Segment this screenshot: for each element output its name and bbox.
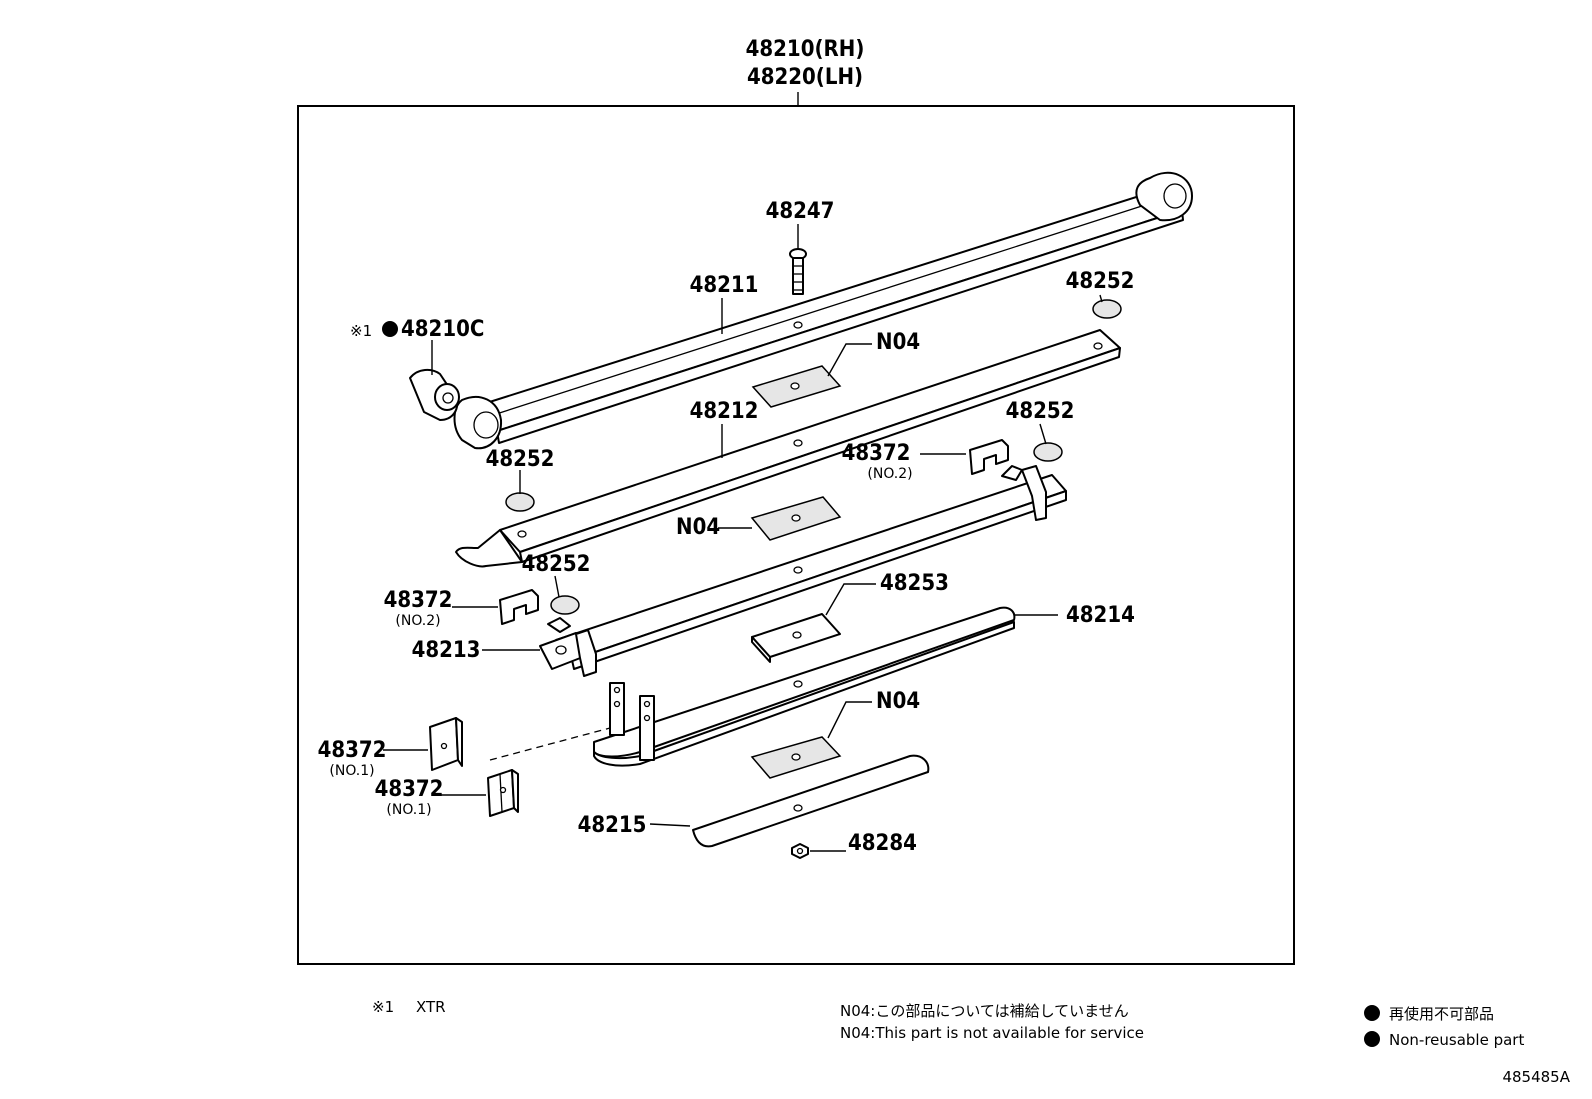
label-48372-no2-right-sub: (NO.2) <box>867 466 912 482</box>
spacer-48253[interactable] <box>751 613 841 663</box>
leaf-48211[interactable] <box>453 171 1193 450</box>
clip-48372-no1-upper[interactable] <box>429 717 463 771</box>
label-n04-lower[interactable]: N04 <box>876 689 920 714</box>
label-48284[interactable]: 48284 <box>848 831 917 856</box>
label-48372-no2-left[interactable]: 48372 <box>384 588 453 613</box>
legend-dot-icon <box>1364 1005 1380 1021</box>
non-reusable-dot-icon <box>382 321 398 337</box>
label-48252-a[interactable]: 48252 <box>1066 269 1135 294</box>
legend-non-reusable-jp: 再使用不可部品 <box>1389 1005 1494 1023</box>
silencer-48252-c[interactable] <box>1033 442 1063 462</box>
label-48372-no1-upper-sub: (NO.1) <box>329 763 374 779</box>
footnote-xtr-mark: ※1 <box>372 998 394 1016</box>
label-48253[interactable]: 48253 <box>880 571 949 596</box>
leaf-48214[interactable] <box>593 606 1016 767</box>
spacer-hole <box>791 514 801 522</box>
label-48210c[interactable]: 48210C <box>401 317 484 342</box>
silencer-48252-a[interactable] <box>1092 299 1122 319</box>
leaf-48212[interactable] <box>455 329 1121 568</box>
silencer-48252-d[interactable] <box>550 595 580 615</box>
label-48372-no2-right[interactable]: 48372 <box>842 441 911 466</box>
footnote-n04-en: N04:This part is not available for servi… <box>840 1024 1144 1042</box>
diagram-frame <box>297 105 1295 965</box>
label-48252-b[interactable]: 48252 <box>486 447 555 472</box>
figure-id: 485485A <box>1502 1068 1570 1086</box>
label-n04-top[interactable]: N04 <box>876 330 920 355</box>
label-48372-no2-left-sub: (NO.2) <box>395 613 440 629</box>
bushing-48210c[interactable] <box>409 368 460 421</box>
leader-lines <box>383 224 1103 852</box>
assembly-label-lh[interactable]: 48220(LH) <box>747 65 863 90</box>
leaf-48215[interactable] <box>692 754 930 848</box>
label-48214[interactable]: 48214 <box>1066 603 1135 628</box>
assembly-label-rh[interactable]: 48210(RH) <box>746 37 865 62</box>
label-48212[interactable]: 48212 <box>690 399 759 424</box>
clip-48372-no2-right[interactable] <box>969 439 1009 475</box>
silencer-48252-b[interactable] <box>505 492 535 512</box>
spacer-hole <box>791 753 801 761</box>
label-48372-no1-lower[interactable]: 48372 <box>375 777 444 802</box>
label-48215[interactable]: 48215 <box>578 813 647 838</box>
legend-dot-icon <box>1364 1031 1380 1047</box>
label-48210c-mark: ※1 <box>350 322 372 340</box>
label-48213[interactable]: 48213 <box>412 638 481 663</box>
label-n04-middle[interactable]: N04 <box>676 515 720 540</box>
leaf-48213[interactable] <box>539 465 1067 677</box>
alignment-dashed-line <box>489 727 611 761</box>
footnote-xtr: XTR <box>416 998 446 1016</box>
label-48252-d[interactable]: 48252 <box>522 552 591 577</box>
center-bolt-48247[interactable] <box>789 248 807 295</box>
spacer-hole <box>790 382 800 390</box>
clip-48372-no2-left[interactable] <box>499 589 539 625</box>
label-48372-no1-lower-sub: (NO.1) <box>386 802 431 818</box>
clip-48372-no1-lower[interactable] <box>487 769 519 817</box>
legend-non-reusable-en: Non-reusable part <box>1389 1031 1524 1049</box>
footnote-n04-jp: N04:この部品については補給していません <box>840 1002 1129 1020</box>
nut-48284[interactable] <box>791 843 809 859</box>
label-48252-c[interactable]: 48252 <box>1006 399 1075 424</box>
label-48211[interactable]: 48211 <box>690 273 759 298</box>
label-48247[interactable]: 48247 <box>766 199 835 224</box>
label-48372-no1-upper[interactable]: 48372 <box>318 738 387 763</box>
